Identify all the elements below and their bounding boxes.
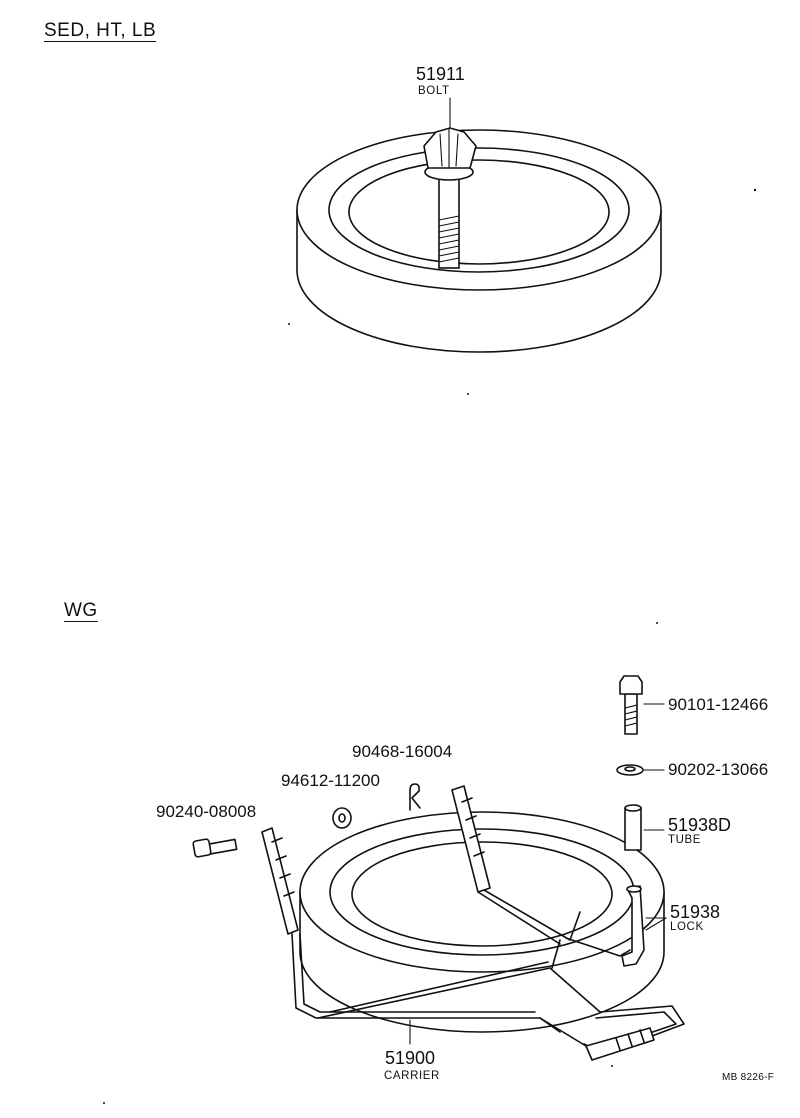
lock-part-number: 51938 bbox=[670, 902, 721, 922]
tube-part-name: TUBE bbox=[668, 834, 702, 846]
hold-down-bolt bbox=[423, 127, 477, 269]
clip-part bbox=[409, 783, 421, 811]
washer-part-number: 90202-13066 bbox=[668, 760, 769, 779]
tube-part-number: 51938D bbox=[668, 815, 732, 835]
carrier-part-name: CARRIER bbox=[384, 1070, 440, 1082]
tube-part bbox=[624, 804, 665, 851]
lock-part-name: LOCK bbox=[670, 921, 704, 933]
spare-tire-top bbox=[296, 129, 662, 353]
bolt2-part-number: 90101-12466 bbox=[668, 695, 769, 714]
pin-part bbox=[192, 838, 238, 858]
washer-small-part bbox=[332, 807, 352, 829]
carrier-part-number: 51900 bbox=[385, 1048, 436, 1068]
bolt2-part bbox=[619, 675, 665, 735]
bolt-part-number: 51911 bbox=[416, 64, 465, 84]
clip-part-number: 90468-16004 bbox=[352, 742, 453, 761]
washer-part bbox=[616, 764, 665, 776]
section-heading-wagon: WG bbox=[64, 600, 98, 621]
washer-small-part-number: 94612-11200 bbox=[281, 771, 380, 790]
specks bbox=[103, 188, 757, 1104]
diagram-code: MB 8226-F bbox=[722, 1072, 775, 1083]
pin-part-number: 90240-08008 bbox=[156, 802, 257, 821]
section-heading-sedan: SED, HT, LB bbox=[44, 20, 157, 41]
bolt-part-name: BOLT bbox=[418, 85, 450, 97]
carrier-frame bbox=[261, 785, 685, 1061]
lock-part bbox=[621, 885, 667, 967]
spare-tire-bottom bbox=[299, 811, 665, 1033]
